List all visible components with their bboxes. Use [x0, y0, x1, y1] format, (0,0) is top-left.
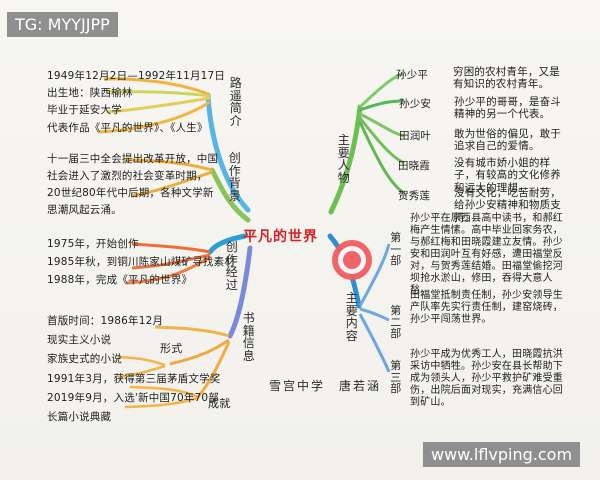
- character-name-3: 田润叶: [399, 130, 432, 142]
- character-desc-2: 孙少平的哥哥，是奋斗精神的另一个代表。: [454, 96, 561, 121]
- book-info-line-4: 1991年3月，获得第三届茅盾文学奖: [47, 373, 221, 385]
- watermark-bottom: www.lflvping.com: [423, 442, 581, 467]
- branch-author-intro: 路遥简介: [229, 76, 243, 128]
- character-name-1: 孙少平: [396, 69, 429, 81]
- watermark-top: TG: MYYJJPP: [7, 12, 118, 37]
- part-2-label: 第二部: [390, 304, 402, 341]
- book-achievement-label: 成就: [208, 397, 231, 410]
- character-desc-3: 敢为世俗的偏见，敢于追求自己的爱情。: [454, 128, 561, 153]
- branch-characters: 主要人物: [337, 133, 351, 185]
- character-name-5: 贺秀莲: [398, 190, 431, 202]
- part-1-label: 第一部: [390, 231, 402, 268]
- author-intro-line-3: 毕业于延安大学: [47, 104, 122, 116]
- character-desc-4: 没有城市娇小姐的样子，有较高的文化修养和远大的理想。: [454, 157, 561, 194]
- background-line-2: 社会进入了激烈的社会变革时期，: [47, 170, 208, 182]
- process-line-1: 1975年，开始创作: [47, 238, 139, 250]
- part-3-label: 第三部: [390, 359, 402, 396]
- process-line-2: 1985年秋，到铜川陈家山煤矿寻找素材: [47, 256, 236, 268]
- branch-background: 创作背景: [228, 151, 242, 203]
- book-info-line-1: 首版时间：1986年12月: [47, 315, 164, 327]
- branch-process: 创作经过: [225, 240, 239, 292]
- character-desc-5: 没有文化，吃苦耐劳，给孙少安精神和物质支持。: [454, 187, 561, 224]
- book-info-line-5: 2019年9月，入选'新中国70年70部: [47, 392, 220, 404]
- book-info-line-2: 现实主义小说: [47, 334, 112, 346]
- character-desc-1: 穷困的农村青年，又是有知识的农村青年。: [453, 66, 560, 91]
- part-2-text: 田福堂抵制责任制，孙少安领导生产队率先实行责任制，建窑烧砖，孙少平闯荡世界。: [410, 290, 563, 326]
- branch-content: 主要内容: [345, 291, 359, 343]
- part-1-text: 孙少平在原西县高中读书，和郝红梅产生情愫。高中毕业回家务农，与郝红梅和田晓霞建立…: [410, 213, 563, 296]
- process-line-3: 1988年，完成《平凡的世界》: [47, 274, 193, 286]
- author-intro-line-1: 1949年12月2日—1992年11月17日: [47, 70, 226, 82]
- part-3-text: 孙少平成为优秀工人，田晓霞抗洪采访中牺牲。孙少安在县长帮助下成为领头人，孙少平救…: [410, 349, 563, 408]
- background-line-4: 思潮风起云涌。: [47, 204, 122, 216]
- character-name-2: 孙少安: [399, 98, 432, 110]
- center-title: 平凡的世界: [243, 229, 318, 245]
- character-name-4: 田晓霞: [398, 160, 431, 172]
- background-line-3: 20世纪80年代中后期，各种文学新: [47, 187, 214, 199]
- book-info-line-6: 长篇小说典藏: [47, 411, 112, 423]
- author-intro-line-4: 代表作品《平凡的世界》、《人生》: [47, 122, 208, 134]
- author-intro-line-2: 出生地：陕西榆林: [47, 87, 133, 99]
- background-line-1: 十一届三中全会提出改革开放，中国: [47, 153, 219, 165]
- book-info-line-3: 家族史式的小说: [47, 353, 122, 365]
- book-form-label: 形式: [160, 342, 183, 355]
- branch-book-info: 书籍信息: [242, 311, 256, 363]
- author-signature: 雪宫中学 唐若涵: [269, 379, 382, 393]
